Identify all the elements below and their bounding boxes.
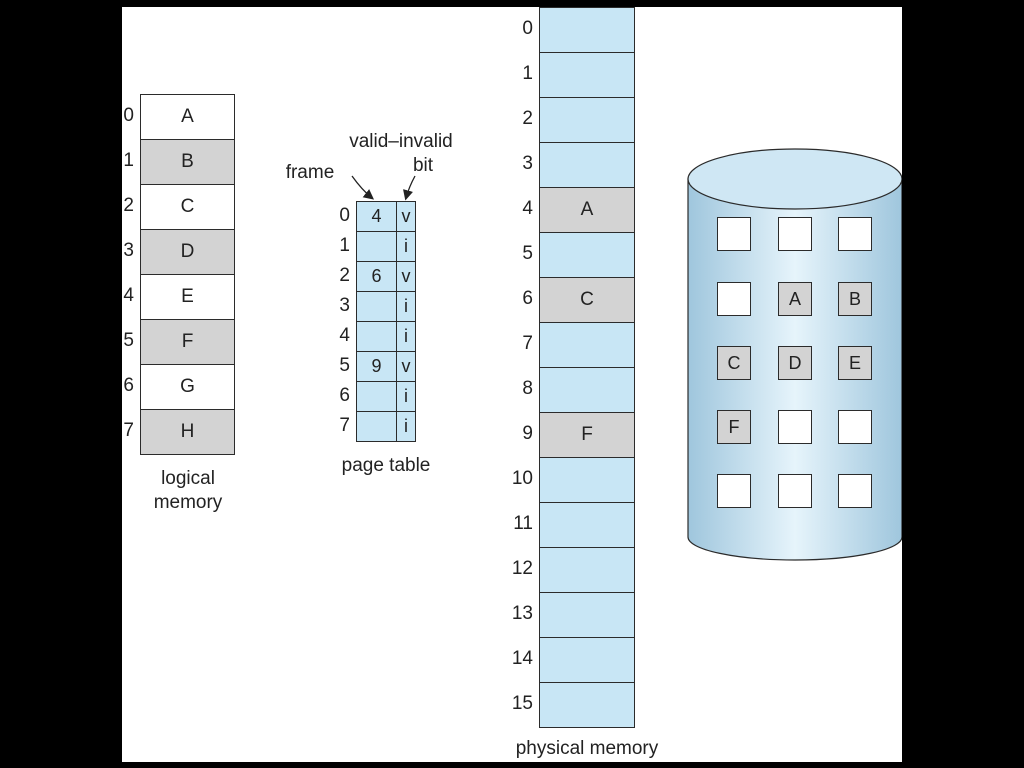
logical-memory-caption: logical memory — [140, 467, 236, 515]
physical-memory-frame — [539, 52, 635, 98]
physical-memory-frame — [539, 502, 635, 548]
physical-memory-frame: C — [539, 277, 635, 323]
physical-memory-frame — [539, 682, 635, 728]
page-table-valid-bit: i — [396, 231, 416, 262]
page-table-frame — [356, 411, 397, 442]
page-table-index: 0 — [339, 205, 350, 226]
disk-top — [687, 148, 902, 210]
logical-memory-index: 3 — [123, 240, 134, 261]
logical-memory-caption-line1: logical — [161, 468, 215, 489]
logical-memory-index: 6 — [123, 375, 134, 396]
page-table-caption: page table — [341, 455, 431, 476]
page-table-valid-bit: v — [396, 351, 416, 382]
page-table-frame: 6 — [356, 261, 397, 292]
physical-memory-index: 3 — [522, 153, 533, 174]
disk-page-box: F — [717, 410, 751, 444]
valid-invalid-label-line1: valid–invalid — [349, 131, 453, 152]
valid-invalid-label: valid–invalid bit — [338, 130, 464, 178]
physical-memory-index: 5 — [522, 243, 533, 264]
disk-page-box — [717, 474, 751, 508]
logical-memory-page: H — [140, 409, 235, 455]
physical-memory-caption: physical memory — [515, 738, 659, 759]
page-table-index: 5 — [339, 355, 350, 376]
disk-page-box: D — [778, 346, 812, 380]
physical-memory-frame — [539, 7, 635, 53]
physical-memory-index: 12 — [511, 558, 533, 579]
physical-memory-index: 6 — [522, 288, 533, 309]
disk-page-box — [778, 217, 812, 251]
page-table-valid-bit: i — [396, 291, 416, 322]
logical-memory-page: C — [140, 184, 235, 230]
physical-memory-frame — [539, 592, 635, 638]
page-table-valid-bit: i — [396, 411, 416, 442]
logical-memory-index: 5 — [123, 330, 134, 351]
page-table-index: 1 — [339, 235, 350, 256]
logical-memory-index: 2 — [123, 195, 134, 216]
physical-memory-frame: A — [539, 187, 635, 233]
logical-memory-caption-line2: memory — [153, 492, 223, 513]
page-table-index: 7 — [339, 415, 350, 436]
disk-page-box: C — [717, 346, 751, 380]
frame-label: frame — [285, 162, 335, 183]
physical-memory-frame: F — [539, 412, 635, 458]
physical-memory-frame — [539, 322, 635, 368]
page-table-arrows — [351, 175, 416, 201]
page-table-index: 2 — [339, 265, 350, 286]
disk-page-box — [838, 410, 872, 444]
physical-memory-index: 1 — [522, 63, 533, 84]
physical-memory-index: 13 — [511, 603, 533, 624]
valid-bit-arrow — [403, 175, 416, 201]
physical-memory-index: 0 — [522, 18, 533, 39]
page-table-index: 3 — [339, 295, 350, 316]
page-table-index: 4 — [339, 325, 350, 346]
disk-page-box: B — [838, 282, 872, 316]
physical-memory-frame — [539, 547, 635, 593]
logical-memory-index: 0 — [123, 105, 134, 126]
logical-memory-page: B — [140, 139, 235, 185]
physical-memory-index: 15 — [511, 693, 533, 714]
physical-memory-index: 14 — [511, 648, 533, 669]
frame-arrow — [351, 175, 375, 200]
valid-invalid-label-line2: bit — [412, 155, 434, 176]
disk-page-box — [838, 474, 872, 508]
physical-memory-index: 8 — [522, 378, 533, 399]
logical-memory-index: 4 — [123, 285, 134, 306]
physical-memory-index: 9 — [522, 423, 533, 444]
disk-page-box — [778, 410, 812, 444]
disk-page-box — [717, 217, 751, 251]
logical-memory-page: E — [140, 274, 235, 320]
disk-page-box: E — [838, 346, 872, 380]
physical-memory-index: 10 — [511, 468, 533, 489]
logical-memory-page: A — [140, 94, 235, 140]
disk-cylinder — [687, 148, 902, 561]
physical-memory-index: 7 — [522, 333, 533, 354]
physical-memory-frame — [539, 142, 635, 188]
physical-memory-index: 4 — [522, 198, 533, 219]
physical-memory-frame — [539, 232, 635, 278]
logical-memory-page: F — [140, 319, 235, 365]
physical-memory-index: 2 — [522, 108, 533, 129]
disk-page-box — [717, 282, 751, 316]
disk-page-box — [838, 217, 872, 251]
logical-memory-index: 7 — [123, 420, 134, 441]
physical-memory-frame — [539, 367, 635, 413]
disk-page-box: A — [778, 282, 812, 316]
disk-page-box — [778, 474, 812, 508]
physical-memory-index: 11 — [513, 513, 533, 534]
logical-memory-index: 1 — [123, 150, 134, 171]
page-table-index: 6 — [339, 385, 350, 406]
physical-memory-frame — [539, 97, 635, 143]
